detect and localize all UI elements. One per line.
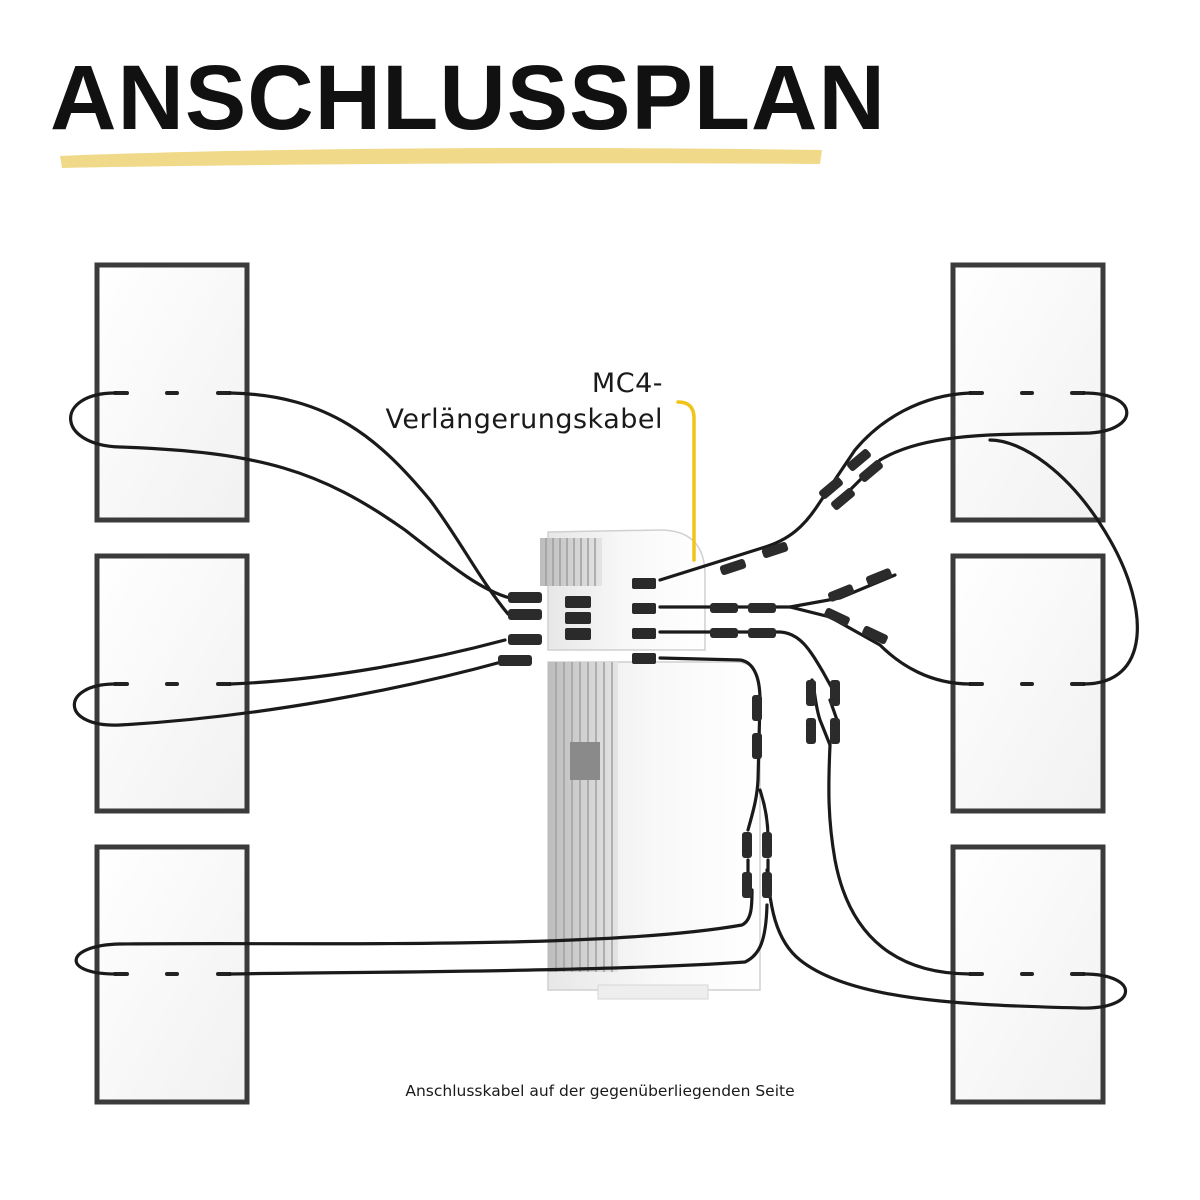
page-title: ANSCHLUSSPLAN (50, 47, 886, 149)
title-underline (60, 148, 822, 168)
callout-label: MC4- Verlängerungskabel (263, 366, 663, 438)
microinverter-unit (540, 529, 761, 1000)
callout-line-1: MC4- (591, 368, 663, 399)
junction-box-markers (113, 391, 1086, 976)
callout-line-2: Verlängerungskabel (385, 404, 663, 435)
footnote: Anschlusskabel auf der gegenüberliegende… (405, 1082, 795, 1100)
mc4-connectors (498, 449, 893, 898)
callout-pointer (676, 400, 696, 562)
